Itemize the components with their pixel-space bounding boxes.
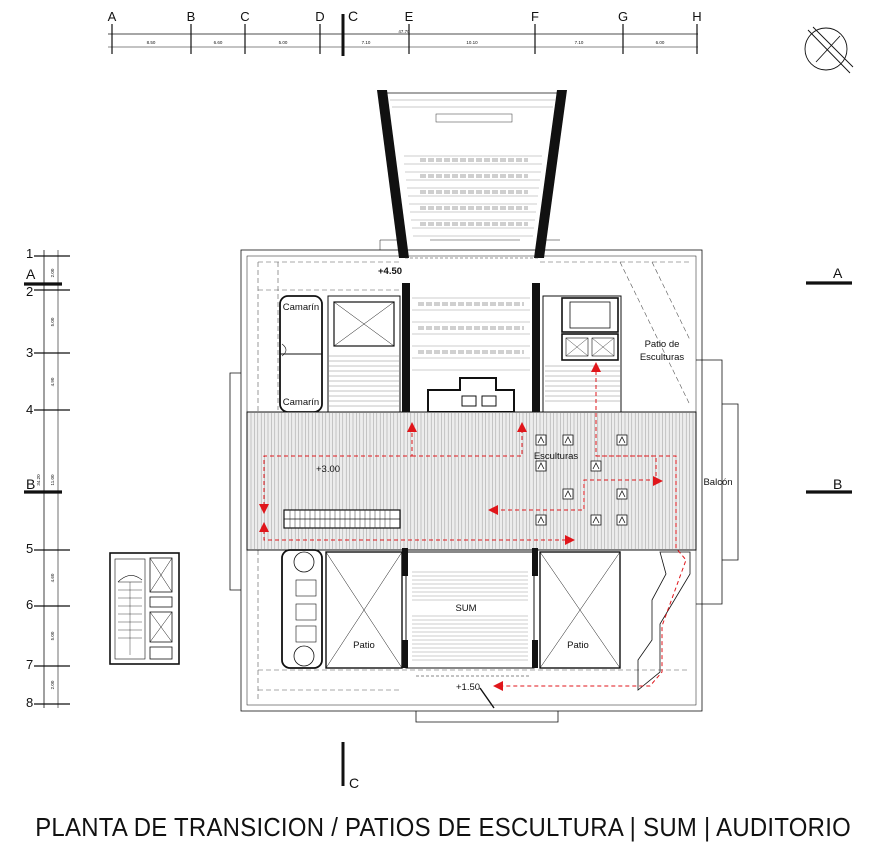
section-label-b-right: B bbox=[833, 476, 842, 492]
section-label-a-left: A bbox=[26, 266, 36, 282]
dim-4-5: 11.00 bbox=[50, 474, 55, 485]
sculpture-icon bbox=[616, 514, 628, 526]
dim-b-c: 6.60 bbox=[214, 40, 223, 45]
dim-3-4: 4.90 bbox=[50, 377, 55, 386]
camarin-block bbox=[279, 295, 401, 413]
level-label-top: +4.50 bbox=[378, 266, 402, 277]
dim-total-width: 47.70 bbox=[398, 29, 410, 34]
dim-g-h: 6.00 bbox=[656, 40, 665, 45]
grid-label-a: A bbox=[108, 9, 117, 24]
row-label-1: 1 bbox=[26, 246, 33, 261]
ramp-marker bbox=[416, 675, 530, 709]
top-grid-labels: A B C D C E F G H bbox=[108, 8, 702, 24]
room-label-esculturas: Esculturas bbox=[534, 451, 579, 462]
sculpture-icon bbox=[535, 460, 547, 472]
dim-f-g: 7.10 bbox=[575, 40, 584, 45]
circulation-arrow-icon bbox=[259, 522, 269, 532]
row-label-3: 3 bbox=[26, 345, 33, 360]
row-label-5: 5 bbox=[26, 541, 33, 556]
dim-2-3: 5.00 bbox=[50, 317, 55, 326]
top-dimension-values: 47.70 8.50 6.60 5.00 7.10 10.10 7.10 6.0… bbox=[147, 29, 665, 45]
grid-label-b: B bbox=[187, 9, 196, 24]
left-dimension-values: 2.00 5.00 4.90 11.00 34.20 4.60 5.00 2.0… bbox=[36, 268, 55, 689]
room-label-sum: SUM bbox=[455, 603, 476, 614]
room-label-patio-esculturas-1: Patio de bbox=[645, 339, 680, 350]
room-label-camarin-lower: Camarín bbox=[283, 397, 319, 408]
auditorium-tier bbox=[377, 90, 567, 259]
north-arrow-icon bbox=[804, 26, 854, 74]
grid-label-c: C bbox=[240, 9, 249, 24]
dim-c-d: 5.00 bbox=[279, 40, 288, 45]
room-label-patio-esculturas-2: Esculturas bbox=[640, 352, 685, 363]
grid-label-f: F bbox=[531, 9, 539, 24]
row-label-7: 7 bbox=[26, 657, 33, 672]
left-grid-labels: 1 A 2 3 4 B 5 6 7 8 bbox=[26, 246, 36, 710]
dim-d-e: 7.10 bbox=[362, 40, 371, 45]
sculpture-icon bbox=[562, 434, 574, 446]
lower-left-block bbox=[281, 549, 403, 669]
circulation-path bbox=[412, 432, 523, 457]
room-label-patio-left: Patio bbox=[353, 640, 375, 651]
section-label-a-right: A bbox=[833, 265, 843, 281]
room-label-balcon: Balcón bbox=[703, 477, 732, 488]
grid-label-g: G bbox=[618, 9, 628, 24]
level-label-lower: +1.50 bbox=[456, 682, 480, 693]
lower-right-patio bbox=[539, 551, 691, 691]
dim-7-8: 2.00 bbox=[50, 680, 55, 689]
room-label-patio-right: Patio bbox=[567, 640, 589, 651]
circulation-arrow-icon bbox=[488, 505, 498, 515]
bottom-section-mark: C bbox=[341, 742, 359, 791]
sculpture-icon bbox=[590, 514, 602, 526]
left-grid-axis bbox=[24, 250, 70, 708]
top-grid-axis bbox=[108, 14, 698, 56]
circulation-arrow-icon bbox=[653, 476, 663, 486]
sculpture-icon bbox=[535, 514, 547, 526]
sculpture-icon bbox=[616, 434, 628, 446]
auditorium-lower-seating bbox=[402, 283, 540, 413]
circulation-routes bbox=[259, 362, 687, 691]
stair-elevator-block bbox=[542, 295, 622, 413]
circulation-path bbox=[263, 530, 568, 541]
sheet-title: PLANTA DE TRANSICION / PATIOS DE ESCULTU… bbox=[35, 812, 852, 842]
circulation-arrow-icon bbox=[493, 681, 503, 691]
dim-6-7: 5.00 bbox=[50, 631, 55, 640]
grid-label-d: D bbox=[315, 9, 324, 24]
row-label-6: 6 bbox=[26, 597, 33, 612]
sculpture-icon bbox=[562, 488, 574, 500]
sculpture-icon bbox=[535, 434, 547, 446]
transition-hall bbox=[246, 411, 697, 551]
circulation-arrow-icon bbox=[591, 362, 601, 372]
sculpture-icons bbox=[535, 434, 628, 526]
circulation-arrow-icon bbox=[259, 504, 269, 514]
sum-room bbox=[402, 548, 538, 669]
grid-label-e: E bbox=[405, 9, 414, 24]
dim-total-height: 34.20 bbox=[36, 474, 41, 486]
dim-1-2: 2.00 bbox=[50, 268, 55, 277]
room-label-camarin-upper: Camarín bbox=[283, 302, 319, 313]
circulation-arrow-icon bbox=[565, 535, 575, 545]
dim-5-6: 4.60 bbox=[50, 573, 55, 582]
dim-e-f: 10.10 bbox=[466, 40, 478, 45]
row-label-8: 8 bbox=[26, 695, 33, 710]
sculpture-icon bbox=[616, 488, 628, 500]
dim-a-b: 8.50 bbox=[147, 40, 156, 45]
key-plan-inset bbox=[109, 552, 180, 665]
grid-label-h: H bbox=[692, 9, 701, 24]
circulation-path bbox=[263, 432, 413, 506]
row-label-2: 2 bbox=[26, 284, 33, 299]
circulation-arrow-icon bbox=[517, 422, 527, 432]
level-label-hall: +3.00 bbox=[316, 464, 340, 475]
section-label-c-bottom: C bbox=[349, 775, 359, 791]
section-label-c-top: C bbox=[348, 8, 358, 24]
plan-labels: +4.50 Camarín Camarín Patio de Escultura… bbox=[283, 266, 733, 693]
right-section-marks: A B bbox=[806, 265, 852, 494]
circulation-arrow-icon bbox=[407, 422, 417, 432]
section-label-b-left: B bbox=[26, 476, 35, 492]
row-label-4: 4 bbox=[26, 402, 33, 417]
sculpture-icon bbox=[590, 460, 602, 472]
